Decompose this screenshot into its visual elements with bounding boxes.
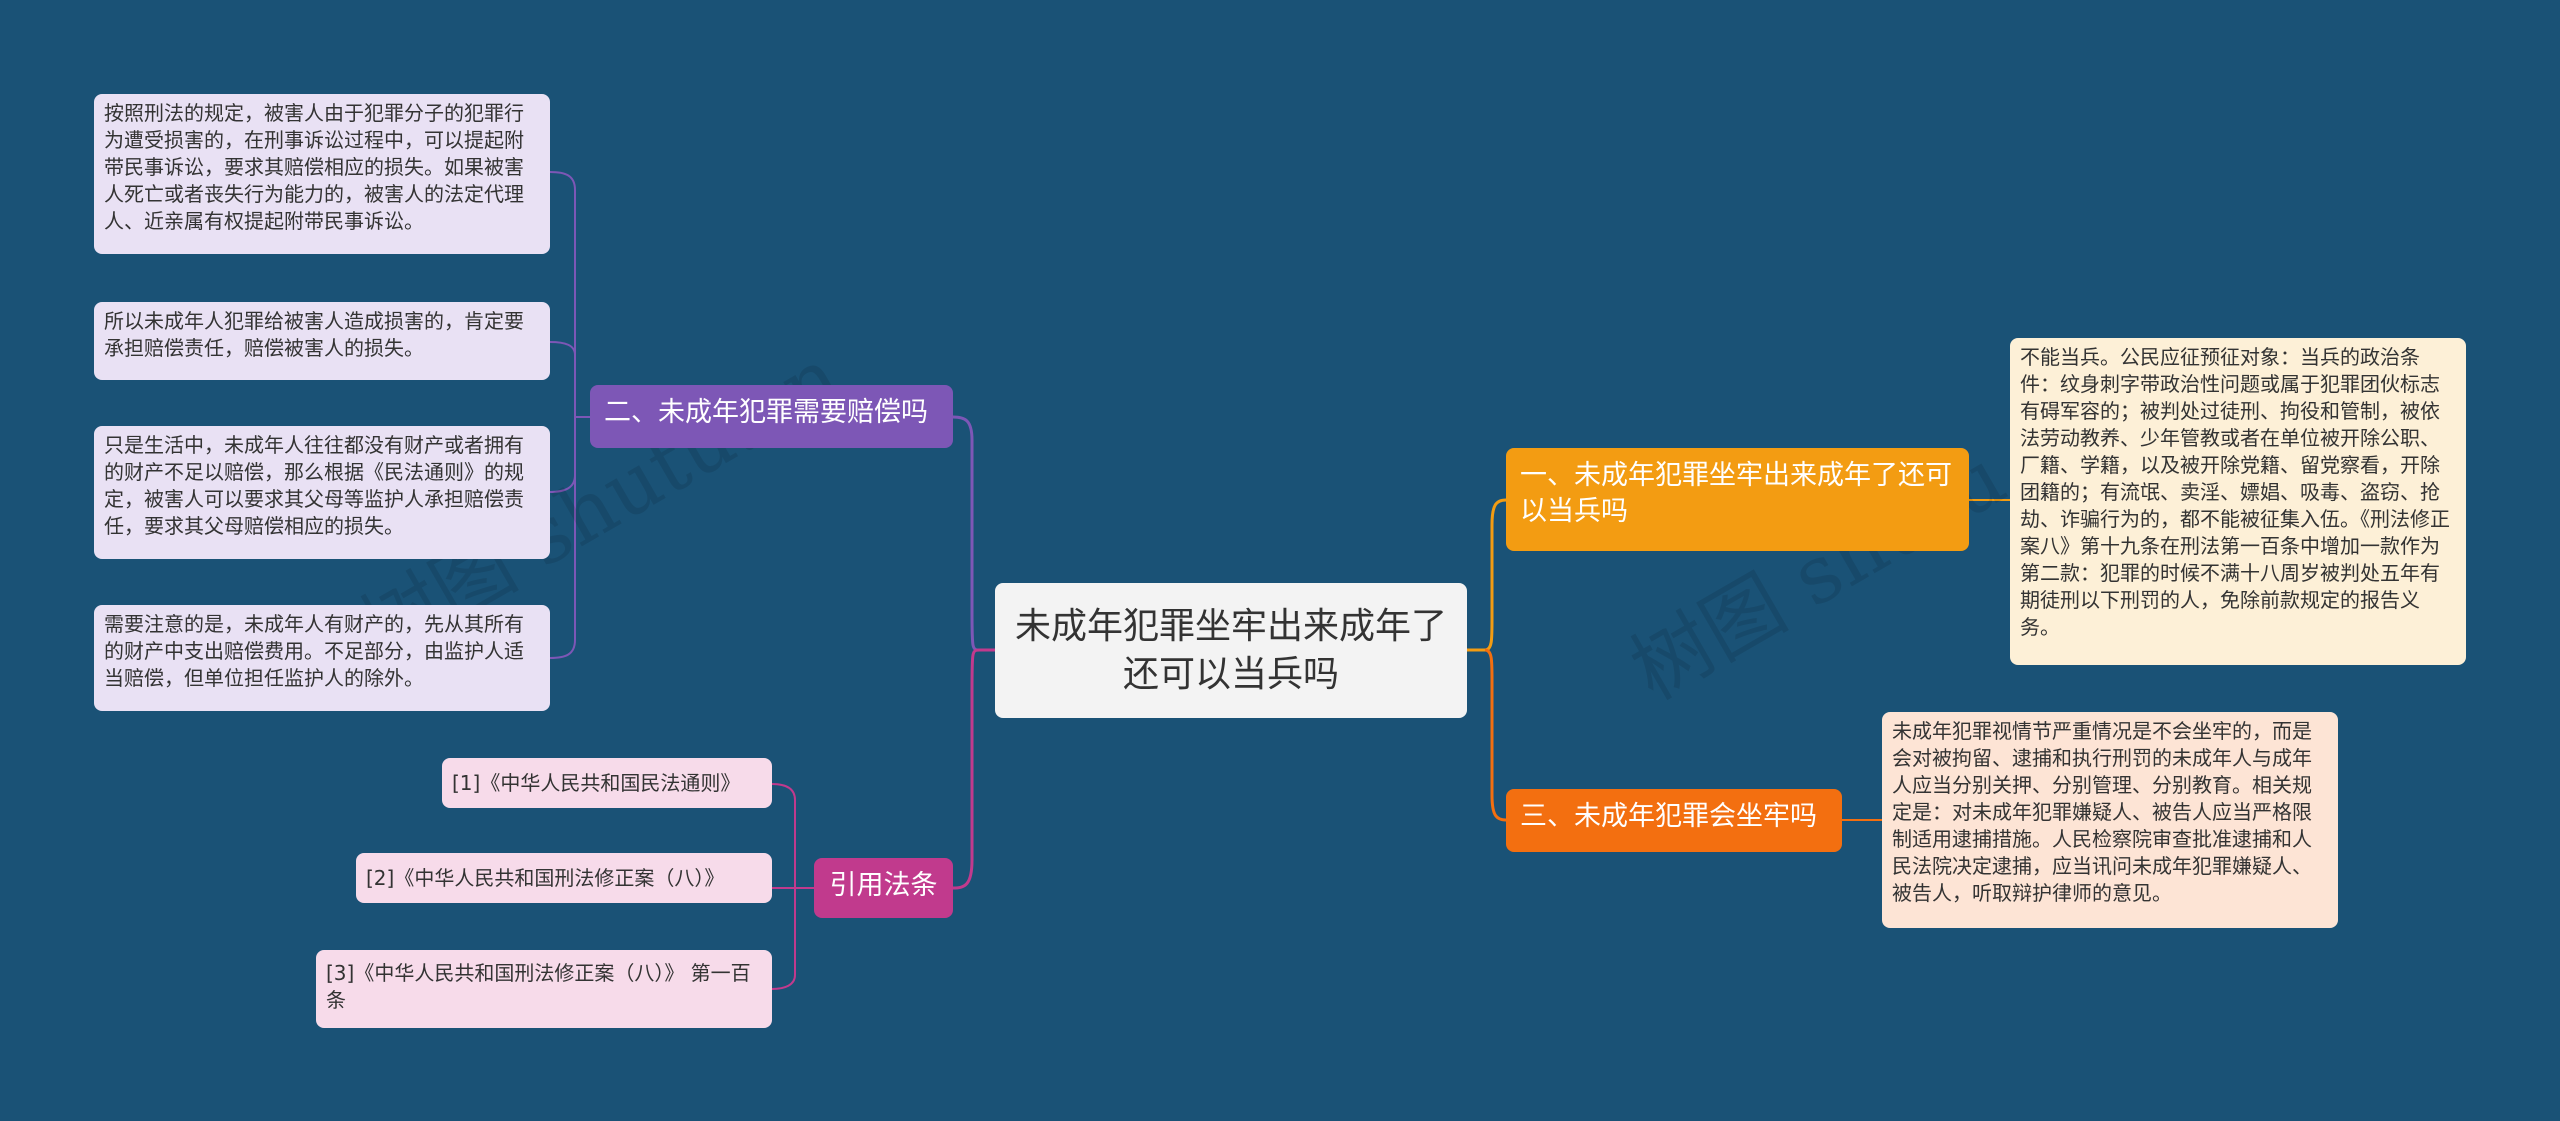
branch-enlist[interactable]: 一、未成年犯罪坐牢出来成年了还可以当兵吗 xyxy=(1506,448,1969,551)
link-comp-leaf1 xyxy=(549,171,576,417)
branch-references-label: 引用法条 xyxy=(829,870,938,901)
leaf-text: 需要注意的是，未成年人有财产的，先从其所有的财产中支出赔偿费用。不足部分，由监护… xyxy=(104,612,524,690)
branch-prison[interactable]: 三、未成年犯罪会坐牢吗 xyxy=(1506,789,1842,852)
leaf-text: 只是生活中，未成年人往往都没有财产或者拥有的财产不足以赔偿，那么根据《民法通则》… xyxy=(104,433,524,538)
leaf-compensation-4[interactable]: 需要注意的是，未成年人有财产的，先从其所有的财产中支出赔偿费用。不足部分，由监护… xyxy=(94,605,550,711)
branch-prison-label: 三、未成年犯罪会坐牢吗 xyxy=(1520,801,1817,832)
leaf-compensation-2[interactable]: 所以未成年人犯罪给被害人造成损害的，肯定要承担赔偿责任，赔偿被害人的损失。 xyxy=(94,302,550,380)
leaf-text: 所以未成年人犯罪给被害人造成损害的，肯定要承担赔偿责任，赔偿被害人的损失。 xyxy=(104,309,524,360)
leaf-text: [3]《中华人民共和国刑法修正案（八）》 第一百条 xyxy=(326,961,751,1012)
leaf-reference-1[interactable]: [1]《中华人民共和国民法通则》 xyxy=(442,758,772,808)
link-comp-leaf2 xyxy=(549,341,576,417)
leaf-compensation-3[interactable]: 只是生活中，未成年人往往都没有财产或者拥有的财产不足以赔偿，那么根据《民法通则》… xyxy=(94,426,550,559)
leaf-reference-3[interactable]: [3]《中华人民共和国刑法修正案（八）》 第一百条 xyxy=(316,950,772,1028)
center-topic[interactable]: 未成年犯罪坐牢出来成年了还可以当兵吗 xyxy=(995,583,1467,718)
leaf-text: [2]《中华人民共和国刑法修正案（八）》 xyxy=(366,866,725,890)
link-ref-leaf1 xyxy=(771,783,796,888)
leaf-text: 不能当兵。公民应征预征对象：当兵的政治条件：纹身刺字带政治性问题或属于犯罪团伙标… xyxy=(2020,345,2450,639)
link-center-compensation xyxy=(952,415,981,652)
link-center-prison xyxy=(1484,648,1507,822)
link-comp-leaf4 xyxy=(549,417,576,659)
center-topic-label: 未成年犯罪坐牢出来成年了还可以当兵吗 xyxy=(1014,605,1447,695)
leaf-enlist[interactable]: 不能当兵。公民应征预征对象：当兵的政治条件：纹身刺字带政治性问题或属于犯罪团伙标… xyxy=(2010,338,2466,665)
link-ref-leaf3 xyxy=(771,888,796,990)
leaf-text: 按照刑法的规定，被害人由于犯罪分子的犯罪行为遭受损害的，在刑事诉讼过程中，可以提… xyxy=(104,101,524,233)
branch-references[interactable]: 引用法条 xyxy=(814,858,953,918)
leaf-text: 未成年犯罪视情节严重情况是不会坐牢的，而是会对被拘留、逮捕和执行刑罚的未成年人与… xyxy=(1892,719,2312,905)
link-center-references xyxy=(952,648,981,890)
branch-compensation-label: 二、未成年犯罪需要赔偿吗 xyxy=(604,397,928,428)
leaf-compensation-1[interactable]: 按照刑法的规定，被害人由于犯罪分子的犯罪行为遭受损害的，在刑事诉讼过程中，可以提… xyxy=(94,94,550,254)
link-center-enlist xyxy=(1467,498,1507,652)
leaf-text: [1]《中华人民共和国民法通则》 xyxy=(452,771,741,795)
leaf-prison[interactable]: 未成年犯罪视情节严重情况是不会坐牢的，而是会对被拘留、逮捕和执行刑罚的未成年人与… xyxy=(1882,712,2338,928)
branch-compensation[interactable]: 二、未成年犯罪需要赔偿吗 xyxy=(590,385,953,448)
leaf-reference-2[interactable]: [2]《中华人民共和国刑法修正案（八）》 xyxy=(356,853,772,903)
branch-enlist-label: 一、未成年犯罪坐牢出来成年了还可以当兵吗 xyxy=(1520,460,1952,527)
